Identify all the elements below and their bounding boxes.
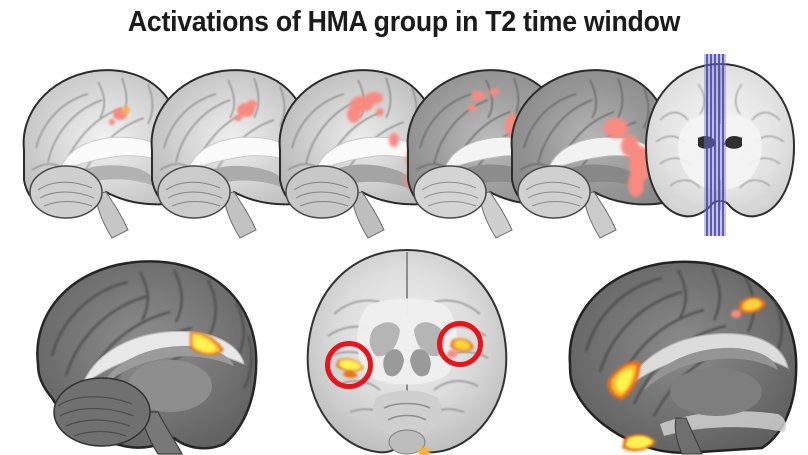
- brain-slice-coronal-locator: [636, 54, 804, 236]
- activation-cluster: [604, 118, 651, 197]
- brain-detail-sagittal-left: [8, 246, 270, 455]
- slice-position-line-3: [714, 54, 716, 236]
- slice-position-line-5: [722, 54, 724, 236]
- activation-cluster: [607, 296, 766, 452]
- bottom-detail-row: [0, 246, 808, 455]
- roi-circle-left: [325, 341, 373, 389]
- slice-position-line-2: [710, 54, 712, 236]
- brain-slice-sagittal-5: [490, 52, 670, 239]
- slice-position-line-4: [718, 54, 720, 236]
- top-slice-row: [0, 44, 808, 239]
- brain-detail-sagittal-right: [540, 246, 808, 455]
- page-title: Activations of HMA group in T2 time wind…: [127, 6, 681, 38]
- slice-position-line-1: [706, 54, 708, 236]
- brain-slice-sagittal-1: [2, 52, 182, 239]
- brain-detail-axial: [276, 246, 538, 455]
- roi-circle-right: [437, 321, 483, 367]
- slice-position-band: [704, 54, 726, 236]
- activation-cluster: [190, 331, 224, 356]
